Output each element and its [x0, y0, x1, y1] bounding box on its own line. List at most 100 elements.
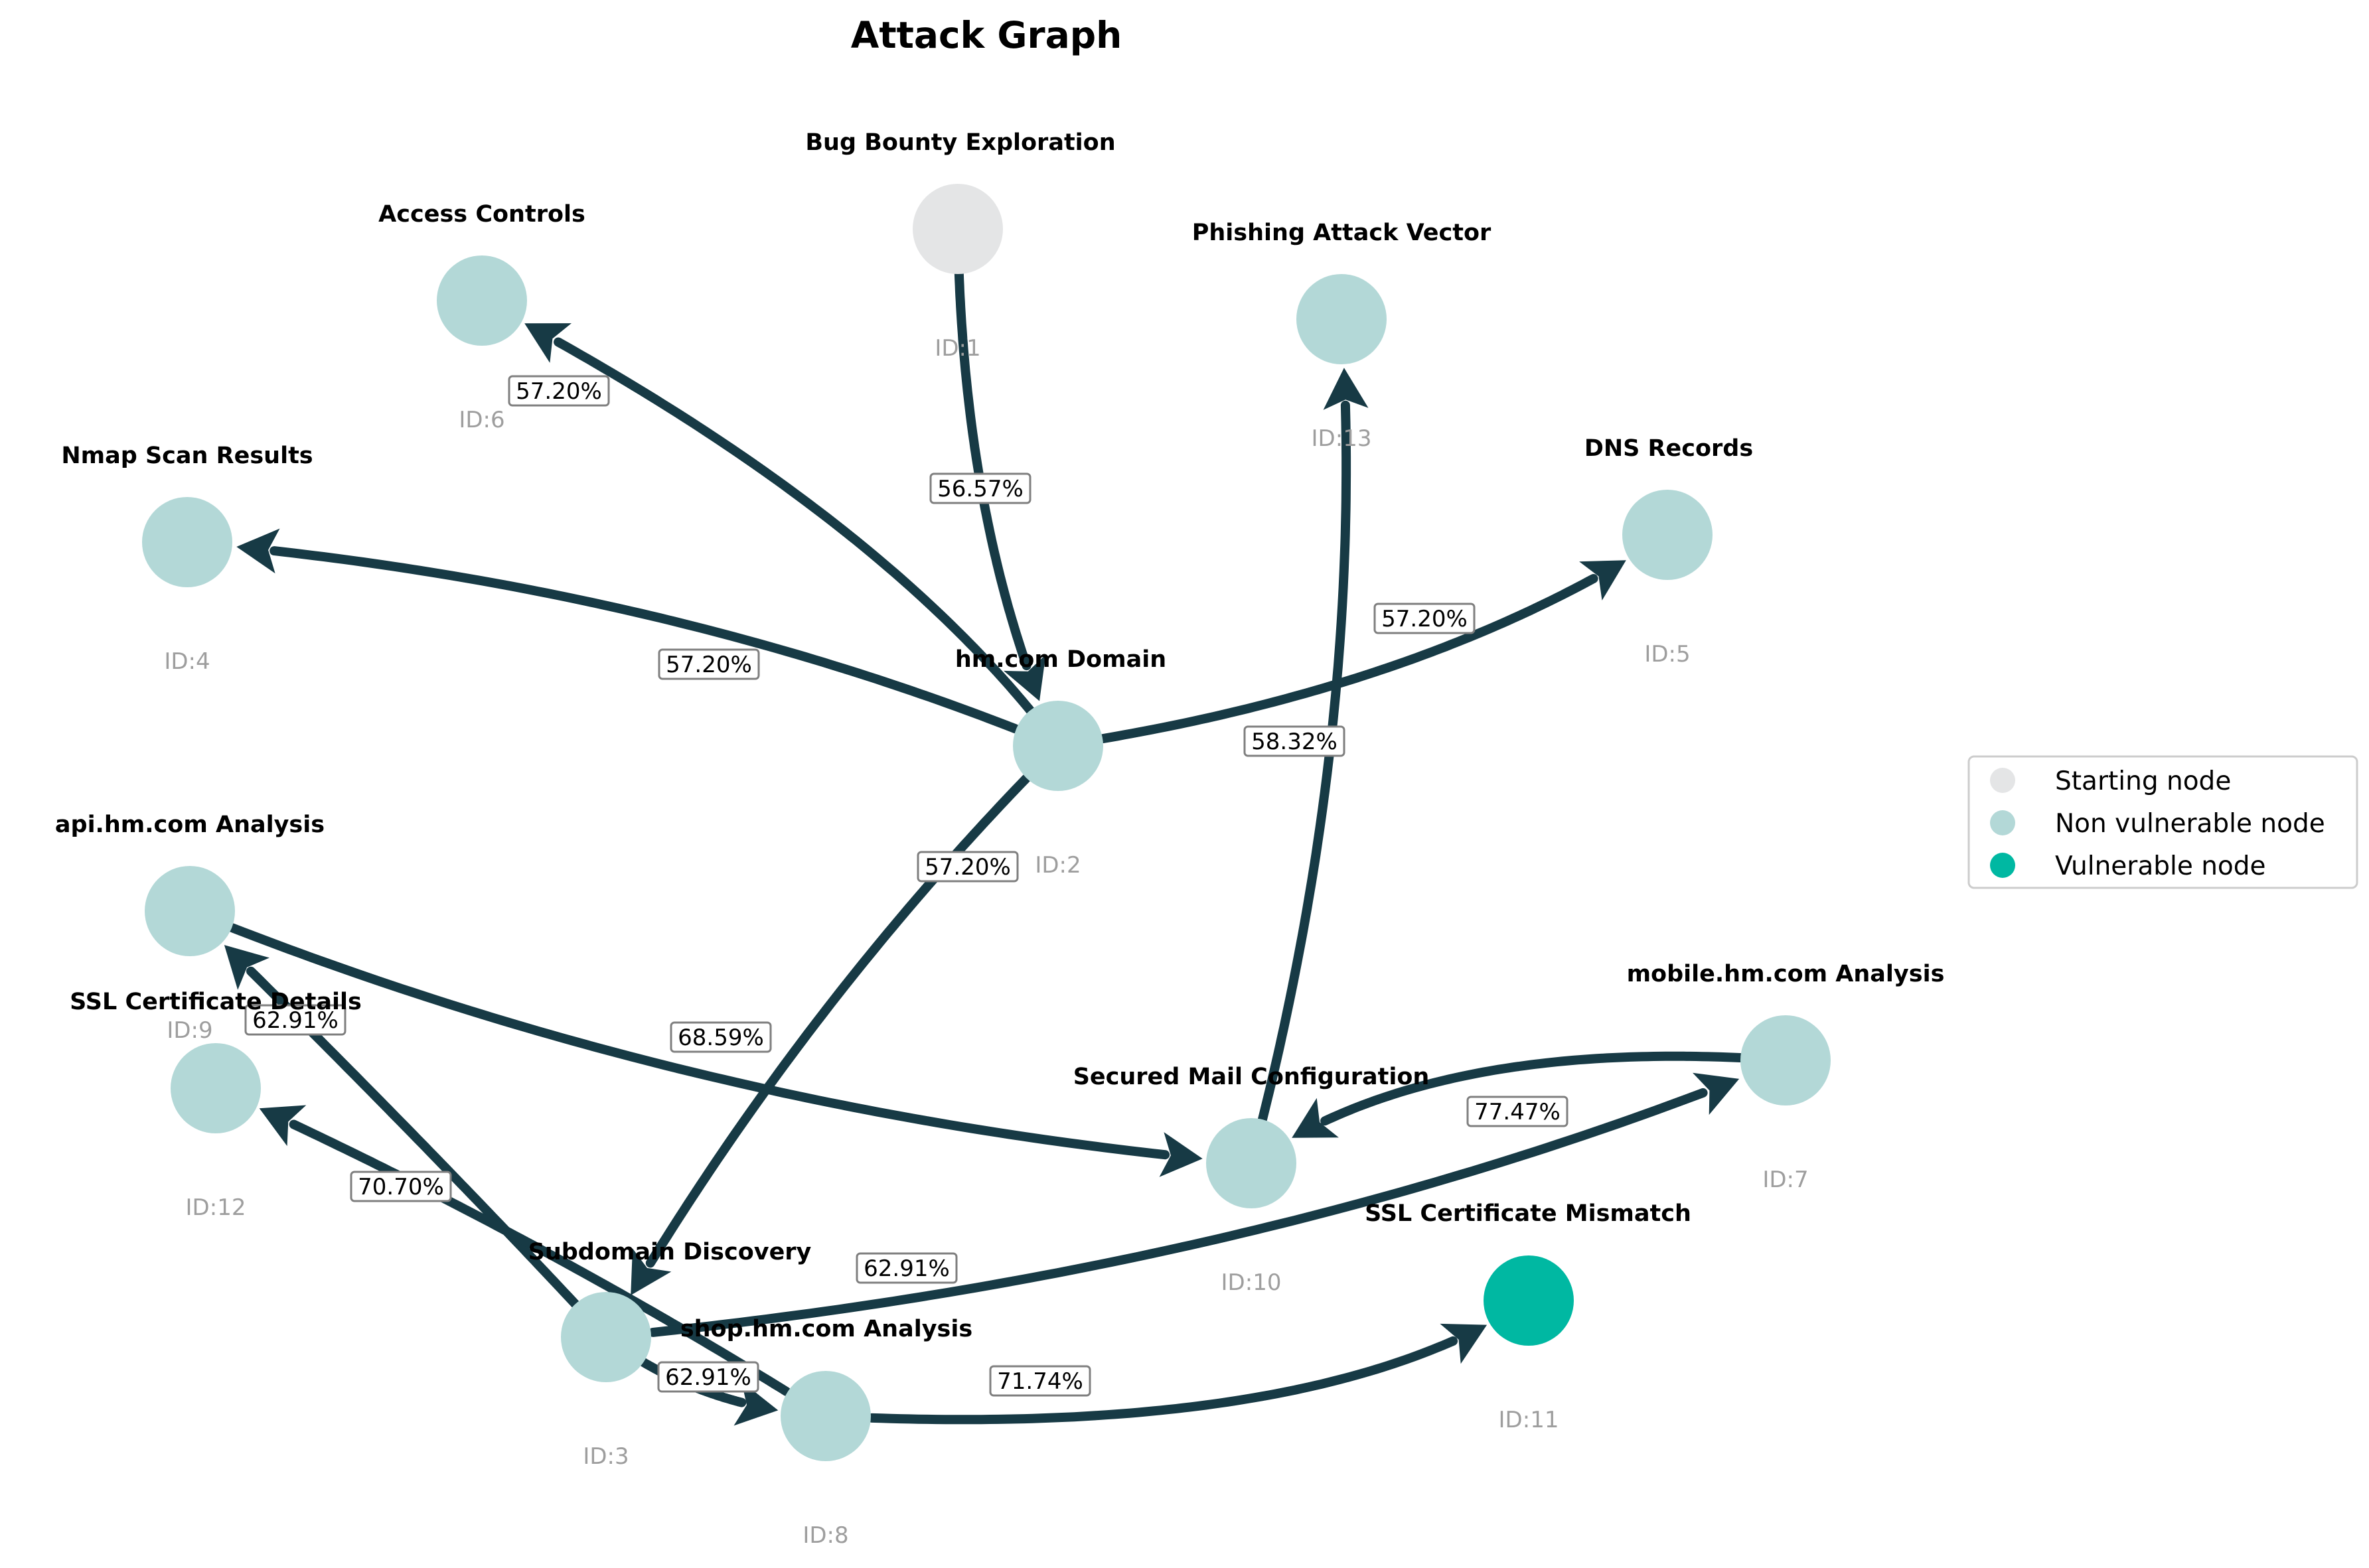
node-circle[interactable] [1013, 701, 1103, 791]
legend-box [1967, 755, 2358, 889]
edge-label: 68.59% [670, 1021, 772, 1053]
node-name: SSL Certificate Details [70, 989, 362, 1015]
node-circle[interactable] [913, 184, 1003, 274]
node-circle[interactable] [145, 866, 235, 956]
node-name: SSL Certificate Mismatch [1365, 1200, 1691, 1227]
edge-2-6 [524, 323, 1035, 715]
legend-item: Non vulnerable node [1990, 809, 2325, 839]
node-id: ID:6 [459, 407, 504, 433]
edge-labels-layer: 56.57% 57.20% 57.20% 57.20% 57.20% 58.32% 68.5… [244, 375, 1568, 1397]
edge-label-box [658, 648, 760, 680]
node-name: shop.hm.com Analysis [680, 1316, 972, 1342]
node-id: ID:1 [935, 335, 980, 362]
node-name: Nmap Scan Results [61, 443, 313, 469]
node-circle[interactable] [171, 1043, 261, 1133]
edge-probability: 71.74% [997, 1368, 1083, 1395]
edge-label: 62.91% [244, 1004, 346, 1036]
edge-7-10 [1292, 1051, 1745, 1138]
arrow-head-icon [1159, 1132, 1203, 1177]
edge-2-5 [1099, 560, 1626, 743]
edges-layer [224, 269, 1745, 1426]
edge-probability: 62.91% [252, 1007, 339, 1034]
arrow-head-icon [631, 1248, 672, 1295]
edge-probability: 70.70% [358, 1174, 444, 1200]
edge-label: 58.32% [1243, 725, 1345, 757]
edge-probability: 57.20% [666, 652, 752, 678]
edge-label-box [657, 1361, 759, 1393]
node-circle[interactable] [561, 1292, 651, 1382]
node-circle[interactable] [1296, 274, 1387, 364]
edge-line [867, 1336, 1458, 1425]
edge-9-10 [228, 923, 1203, 1177]
arrow-head-icon [236, 528, 280, 574]
edge-line [1099, 574, 1598, 743]
edge-label: 62.91% [657, 1361, 759, 1393]
node-id: ID:2 [1035, 852, 1081, 879]
edge-label: 57.20% [508, 375, 610, 407]
node-name: Phishing Attack Vector [1192, 220, 1491, 246]
edge-2-4 [236, 528, 1020, 734]
arrow-head-icon [259, 1105, 307, 1147]
edge-label-box [917, 851, 1019, 883]
node-name: api.hm.com Analysis [55, 812, 325, 838]
node-name: hm.com Domain [955, 646, 1166, 673]
edge-line [648, 1088, 1708, 1337]
node-id: ID:12 [186, 1194, 246, 1221]
edge-probability: 57.20% [925, 854, 1011, 881]
edge-label-box [929, 472, 1032, 504]
node-circle[interactable] [781, 1371, 871, 1461]
arrow-head-icon [1693, 1072, 1740, 1115]
edge-label: 57.20% [658, 648, 760, 680]
arrow-head-icon [224, 945, 269, 990]
edge-label-box [244, 1004, 346, 1036]
node-circle[interactable] [142, 497, 232, 587]
edge-line [554, 337, 1035, 715]
edge-line [1258, 400, 1351, 1124]
node-circle[interactable] [1484, 1255, 1574, 1346]
node-id: ID:7 [1762, 1167, 1808, 1193]
legend-item: Vulnerable node [1990, 851, 2266, 881]
arrow-head-icon [524, 323, 572, 363]
legend-item: Starting node [1990, 766, 2231, 796]
edge-label: 71.74% [989, 1365, 1091, 1397]
edge-line [1320, 1051, 1745, 1126]
legend-marker-icon [1990, 810, 2015, 835]
node-name: mobile.hm.com Analysis [1627, 961, 1945, 987]
node-id: ID:5 [1644, 641, 1690, 668]
node-name: DNS Records [1584, 435, 1753, 462]
edge-probability: 56.57% [937, 476, 1024, 502]
edge-label-box [1243, 725, 1345, 757]
edge-label: 57.20% [1373, 603, 1476, 634]
node-circle[interactable] [1622, 490, 1713, 580]
edge-label: 70.70% [350, 1171, 452, 1202]
edge-probability: 77.47% [1474, 1099, 1561, 1125]
legend-marker-icon [1990, 853, 2015, 878]
node-circle[interactable] [437, 255, 527, 346]
node-circle[interactable] [1206, 1118, 1296, 1208]
node-name: Subdomain Discovery [528, 1239, 812, 1265]
edge-line [269, 546, 1020, 734]
node-id: ID:8 [802, 1522, 848, 1549]
node-name: Bug Bounty Exploration [805, 129, 1115, 156]
node-id: ID:10 [1221, 1269, 1282, 1296]
node-circle[interactable] [1740, 1015, 1831, 1105]
node-name: Access Controls [378, 201, 585, 228]
node-id: ID:4 [164, 648, 210, 675]
arrow-head-icon [1292, 1098, 1339, 1138]
edge-8-12 [259, 1105, 791, 1396]
